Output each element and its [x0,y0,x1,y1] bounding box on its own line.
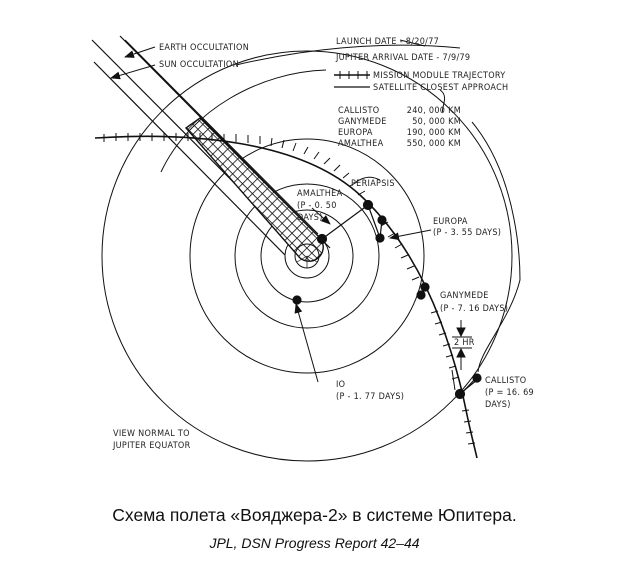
table-moon: CALLISTO [338,106,379,116]
view-note-line2: JUPITER EQUATOR [112,441,191,451]
table-moon: AMALTHEA [338,139,384,149]
amalthea-period-label: (P - 0. 50 [297,201,337,211]
ganymede-spacecraft-dot [420,282,430,292]
io-orbit [260,209,354,303]
periapsis-label: PERIAPSIS [351,179,395,189]
ganymede-orbit [189,138,425,374]
orbits [101,50,513,462]
arrival-date-label: JUPITER ARRIVAL DATE - 7/9/79 [335,53,470,63]
ganymede-position-dot [416,290,426,300]
europa-orbit [234,183,380,329]
figure-caption: Схема полета «Вояджера-2» в системе Юпит… [112,505,517,525]
view-note-line1: VIEW NORMAL TO [113,429,190,439]
two-hour-bracket [452,320,472,370]
amalthea-position-dot [316,233,328,245]
periapsis-dot [362,199,374,211]
callisto-spacecraft-dot [454,388,466,400]
table-distance: 190, 000 KM [407,128,461,138]
mission-trajectory [94,133,478,459]
amalthea-label: AMALTHEA [297,189,343,199]
europa-spacecraft-dot [377,215,387,225]
launch-date-label: LAUNCH DATE - 8/20/77 [336,37,439,47]
amalthea-period-days: DAYS) [297,213,323,223]
sun-occultation-label: SUN OCCULTATION [159,60,239,70]
figure-source: JPL, DSN Progress Report 42–44 [209,535,420,551]
two-hour-label: 2 HR [454,338,475,348]
jupiter [294,243,320,269]
closest-approach-markers [292,199,482,400]
callisto-orbit [101,50,513,462]
closest-approach-table: CALLISTO 240, 000 KM GANYMEDE 50, 000 KM… [338,106,461,149]
table-moon: GANYMEDE [338,117,387,127]
europa-period-label: (P - 3. 55 DAYS) [433,228,501,238]
callisto-position-dot [472,373,482,383]
io-period-label: (P - 1. 77 DAYS) [336,392,404,402]
legend-closest-approach-label: SATELLITE CLOSEST APPROACH [373,83,508,93]
europa-label: EUROPA [433,217,468,227]
table-distance: 50, 000 KM [412,117,461,127]
table-distance: 240, 000 KM [407,106,461,116]
legend-trajectory-label: MISSION MODULE TRAJECTORY [373,71,505,81]
callisto-label: CALLISTO [485,376,526,386]
europa-position-dot [375,233,385,243]
table-moon: EUROPA [338,128,373,138]
io-label: IO [336,380,345,390]
earth-occultation-label: EARTH OCCULTATION [159,43,249,53]
legend: MISSION MODULE TRAJECTORY SATELLITE CLOS… [334,71,508,93]
leader-lines [110,39,521,391]
callisto-period-days: DAYS) [485,400,511,410]
voyager2-jupiter-flyby-diagram: EARTH OCCULTATION SUN OCCULTATION LAUNCH… [91,35,534,462]
callisto-period-label: (P = 16. 69 [485,388,534,398]
ganymede-label: GANYMEDE [440,291,489,301]
ganymede-period-label: (P - 7. 16 DAYS) [440,304,508,314]
table-distance: 550, 000 KM [407,139,461,149]
